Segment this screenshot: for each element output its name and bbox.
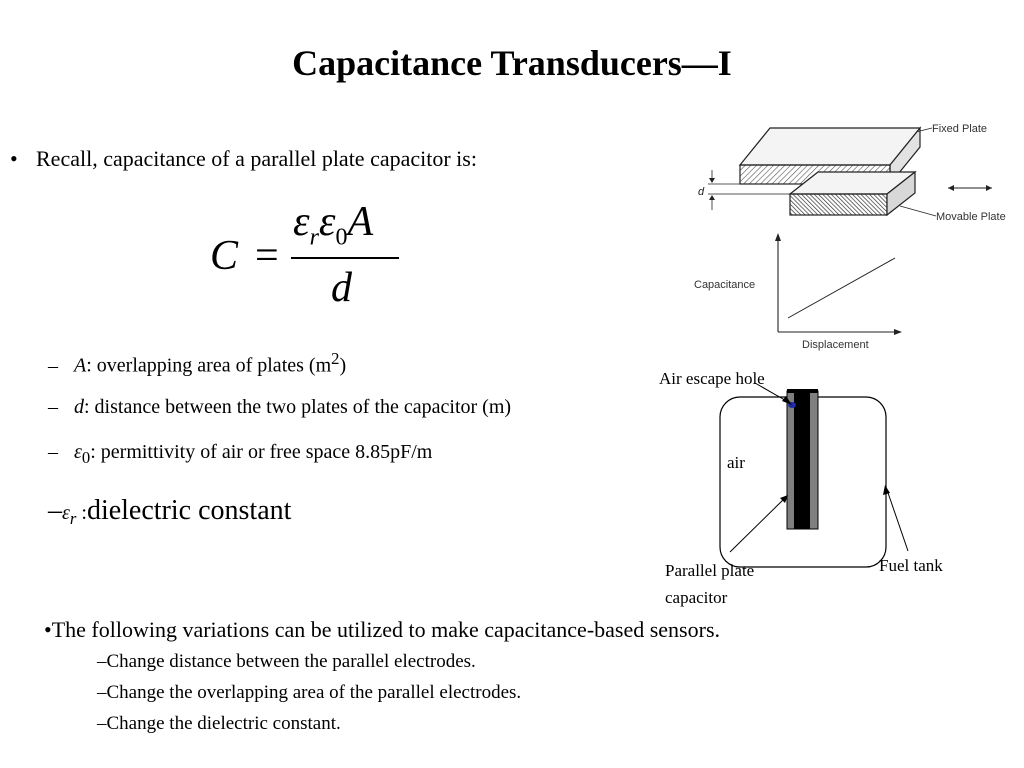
capacitor-label: capacitor (665, 588, 728, 607)
formula-epsilon-r: ε (293, 199, 310, 245)
recall-bullet: • Recall, capacitance of a parallel plate… (10, 146, 477, 172)
definition-subscript: r (69, 509, 77, 528)
fraction-bar (291, 257, 399, 259)
fuel-tank-label: Fuel tank (879, 556, 943, 575)
air-label: air (727, 453, 745, 472)
definition-text: dielectric constant (86, 495, 292, 526)
variation-dielectric: –Change the dielectric constant. (97, 713, 341, 734)
formula-denominator: d (331, 265, 352, 311)
definition-permittivity: –ε0: permittivity of air or free space 8… (48, 441, 432, 468)
movement-arrowhead-left (948, 185, 954, 191)
capacitor-arrow (729, 496, 787, 553)
movable-plate-label: Movable Plate (936, 211, 1006, 223)
slide-title: Capacitance Transducers—I (292, 43, 732, 83)
definition-dash: – (48, 441, 58, 463)
fuel-tank-figure (719, 382, 909, 568)
gap-arrowhead-bottom (709, 195, 715, 200)
capacitance-formula: C = εrε0A d (205, 198, 415, 320)
formula-lhs: C (210, 233, 239, 279)
movable-plate-shape (788, 170, 917, 217)
movable-plate-leader (899, 205, 937, 217)
formula-equals: = (255, 233, 279, 279)
definition-tail: ) (339, 354, 347, 377)
definition-dash: – (48, 396, 58, 418)
parallel-plate-label: Parallel plate (665, 561, 755, 580)
gap-d-label: d (698, 186, 705, 198)
formula-area: A (347, 199, 374, 245)
y-axis-label: Capacitance (694, 279, 755, 291)
definition-subscript: 0 (81, 448, 91, 467)
bullet-marker: • (10, 146, 18, 171)
definition-symbol: ε (74, 441, 82, 463)
capacitor-arrowhead (780, 495, 788, 503)
x-axis-label: Displacement (802, 339, 869, 351)
formula-numerator: εrε0A (293, 198, 373, 251)
definition-dash: – (48, 354, 58, 377)
definition-colon: : (81, 502, 87, 524)
air-escape-arrowhead (782, 396, 792, 405)
definition-symbol: A (74, 354, 87, 377)
definition-text: : permittivity of air or free space 8.85… (90, 441, 433, 463)
y-axis-arrowhead (775, 233, 781, 241)
x-axis-arrowhead (894, 329, 902, 335)
formula-epsilon-0: ε (318, 199, 336, 245)
definition-dielectric: –εr :dielectric constant (48, 495, 291, 529)
air-escape-label: Air escape hole (659, 369, 765, 388)
gap-arrowhead-top (709, 178, 715, 183)
capacitance-line (787, 257, 896, 319)
fuel-tank-arrow (885, 486, 909, 552)
capacitor-inner-dielectric (794, 391, 810, 529)
fuel-tank-arrowhead (883, 485, 890, 495)
fixed-plate-leader (915, 127, 933, 133)
definition-superscript: 2 (331, 349, 340, 368)
definition-symbol: d (74, 396, 84, 418)
formula-sub-r: r (309, 224, 319, 251)
definition-area: –A: overlapping area of plates (m2) (48, 349, 346, 378)
recall-text: Recall, capacitance of a parallel plate … (36, 146, 477, 171)
variations-bullet: •The following variations can be utilize… (44, 617, 721, 642)
capacitor-cap (787, 389, 818, 393)
definition-text: : distance between the two plates of the… (84, 396, 512, 418)
definition-symbol: ε (62, 502, 70, 524)
definition-distance: –d: distance between the two plates of t… (48, 396, 511, 419)
fixed-plate-label: Fixed Plate (932, 123, 987, 135)
formula-sub-0: 0 (335, 224, 348, 251)
parallel-plate-figure: d Fixed Plate Movable Plate Capacitance … (694, 123, 1006, 351)
variation-distance: –Change distance between the parallel el… (97, 651, 476, 672)
movement-arrowhead-right (986, 185, 992, 191)
variation-area: –Change the overlapping area of the para… (97, 682, 522, 703)
definition-text: : overlapping area of plates (m (86, 354, 332, 377)
definition-dash: – (48, 495, 62, 526)
